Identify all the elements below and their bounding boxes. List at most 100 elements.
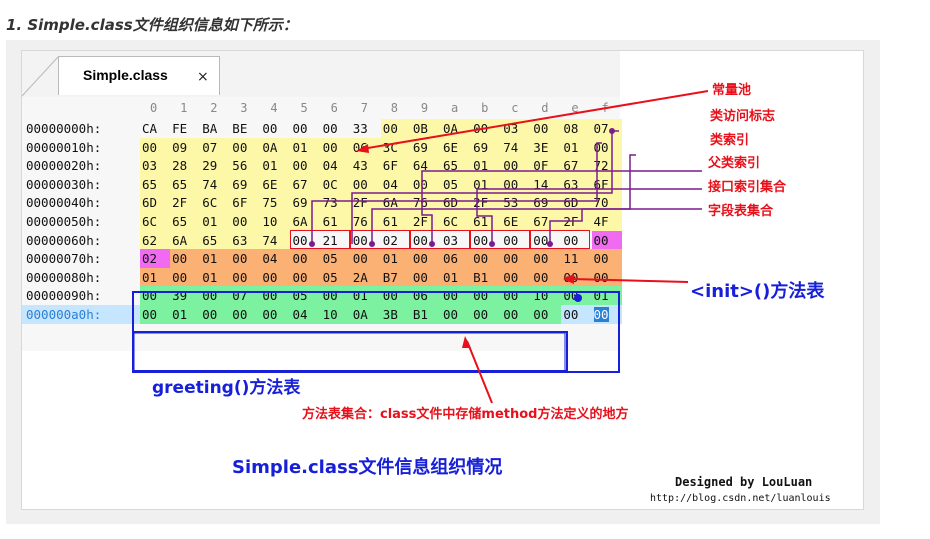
hex-byte[interactable]: 65 — [172, 214, 188, 229]
hex-byte[interactable]: 01 — [142, 269, 158, 285]
hex-byte[interactable]: 00 — [232, 251, 248, 267]
hex-byte[interactable]: 00 — [172, 251, 188, 267]
hex-byte[interactable]: 00 — [382, 121, 398, 136]
hex-byte[interactable]: 02 — [142, 251, 158, 267]
hex-byte[interactable]: 00 — [443, 307, 459, 322]
hex-byte[interactable]: B1 — [473, 269, 489, 285]
hex-byte[interactable]: 2F — [412, 214, 428, 229]
hex-byte[interactable]: 69 — [533, 195, 549, 211]
hex-byte[interactable]: FE — [172, 121, 188, 136]
hex-byte[interactable]: 76 — [412, 195, 428, 211]
hex-byte[interactable]: 00 — [292, 121, 308, 136]
hex-byte[interactable]: 02 — [382, 232, 398, 248]
hex-byte[interactable]: 05 — [443, 176, 459, 192]
hex-byte[interactable]: 09 — [172, 139, 188, 155]
hex-byte[interactable]: 00 — [503, 232, 519, 248]
hex-byte[interactable]: 01 — [473, 176, 489, 192]
hex-byte[interactable]: 28 — [172, 158, 188, 174]
close-icon[interactable]: × — [197, 69, 209, 85]
hex-byte[interactable]: 00 — [232, 214, 248, 229]
hex-byte[interactable]: 10 — [262, 214, 278, 229]
hex-byte[interactable]: 29 — [202, 158, 218, 174]
hex-byte[interactable]: 6D — [142, 195, 158, 211]
hex-byte[interactable]: 61 — [473, 214, 489, 229]
hex-byte[interactable]: 14 — [533, 176, 549, 192]
hex-byte[interactable]: 4F — [593, 214, 609, 229]
hex-byte[interactable]: 00 — [352, 251, 368, 267]
hex-byte[interactable]: 69 — [473, 139, 489, 155]
hex-byte[interactable]: 00 — [262, 307, 278, 322]
hex-byte[interactable]: 00 — [593, 269, 609, 285]
hex-byte[interactable]: 53 — [503, 195, 519, 211]
hex-byte[interactable]: 00 — [563, 232, 579, 248]
hex-byte[interactable]: 0A — [262, 139, 278, 155]
hex-byte[interactable]: B1 — [412, 307, 428, 322]
hex-byte[interactable]: 00 — [322, 121, 338, 136]
hex-byte[interactable]: 2A — [352, 269, 368, 285]
hex-byte[interactable]: 69 — [232, 176, 248, 192]
hex-byte[interactable]: 00 — [473, 307, 489, 322]
hex-byte[interactable]: 01 — [473, 158, 489, 174]
hex-byte[interactable]: 0F — [533, 158, 549, 174]
hex-byte[interactable]: 01 — [563, 139, 579, 155]
hex-byte[interactable]: 00 — [232, 139, 248, 155]
hex-byte[interactable]: 6C — [142, 214, 158, 229]
hex-byte[interactable]: 6E — [262, 176, 278, 192]
hex-byte[interactable]: 06 — [443, 251, 459, 267]
hex-byte[interactable]: 00 — [292, 251, 308, 267]
hex-byte[interactable]: 00 — [533, 232, 549, 248]
hex-byte[interactable]: 00 — [503, 251, 519, 267]
hex-byte[interactable]: 00 — [533, 121, 549, 136]
hex-byte[interactable]: 00 — [473, 232, 489, 248]
hex-byte[interactable]: 04 — [292, 307, 308, 322]
hex-byte[interactable]: 62 — [142, 232, 158, 248]
hex-byte[interactable]: 00 — [292, 269, 308, 285]
hex-byte[interactable]: 74 — [503, 139, 519, 155]
hex-byte[interactable]: 05 — [322, 269, 338, 285]
hex-byte[interactable]: 65 — [172, 176, 188, 192]
hex-byte[interactable]: 00 — [593, 251, 609, 267]
hex-byte[interactable]: 67 — [533, 214, 549, 229]
hex-byte[interactable]: 01 — [202, 251, 218, 267]
hex-byte[interactable]: 00 — [232, 307, 248, 322]
hex-byte[interactable]: 01 — [202, 214, 218, 229]
hex-byte[interactable]: 6A — [292, 214, 308, 229]
hex-byte[interactable]: 67 — [292, 176, 308, 192]
hex-byte[interactable]: 6D — [443, 195, 459, 211]
hex-byte[interactable]: 00 — [412, 232, 428, 248]
hex-byte[interactable]: 00 — [322, 139, 338, 155]
hex-byte[interactable]: 6A — [172, 232, 188, 248]
hex-byte[interactable]: 03 — [443, 232, 459, 248]
hex-byte[interactable]: 01 — [443, 269, 459, 285]
hex-byte[interactable]: 00 — [262, 121, 278, 136]
hex-byte[interactable]: 65 — [142, 176, 158, 192]
hex-byte[interactable]: 00 — [412, 251, 428, 267]
hex-byte[interactable]: 00 — [262, 269, 278, 285]
hex-byte[interactable]: 74 — [262, 232, 278, 248]
hex-byte[interactable]: 2F — [352, 195, 368, 211]
hex-byte[interactable]: 6F — [232, 195, 248, 211]
hex-byte[interactable]: 65 — [443, 158, 459, 174]
hex-byte[interactable]: BE — [232, 121, 248, 136]
hex-byte[interactable]: 00 — [232, 269, 248, 285]
hex-byte[interactable]: 6A — [382, 195, 398, 211]
hex-byte[interactable]: 01 — [202, 269, 218, 285]
hex-byte[interactable]: 73 — [322, 195, 338, 211]
hex-byte[interactable]: 6E — [503, 214, 519, 229]
hex-byte[interactable]: 05 — [322, 251, 338, 267]
hex-byte[interactable]: 01 — [292, 139, 308, 155]
hex-byte[interactable]: 2F — [172, 195, 188, 211]
hex-byte[interactable]: 00 — [142, 139, 158, 155]
hex-byte[interactable]: 10 — [322, 307, 338, 322]
hex-byte[interactable]: 00 — [473, 251, 489, 267]
hex-byte[interactable]: CA — [142, 121, 158, 136]
hex-byte[interactable]: 01 — [262, 158, 278, 174]
hex-byte[interactable]: 00 — [563, 307, 579, 322]
hex-byte[interactable]: 0A — [352, 307, 368, 322]
hex-byte[interactable]: 00 — [533, 307, 549, 322]
hex-byte[interactable]: 00 — [292, 232, 308, 248]
hex-byte[interactable]: 00 — [533, 251, 549, 267]
hex-byte[interactable]: 00 — [503, 307, 519, 322]
hex-byte[interactable]: 11 — [563, 251, 579, 267]
hex-byte[interactable]: 67 — [563, 158, 579, 174]
